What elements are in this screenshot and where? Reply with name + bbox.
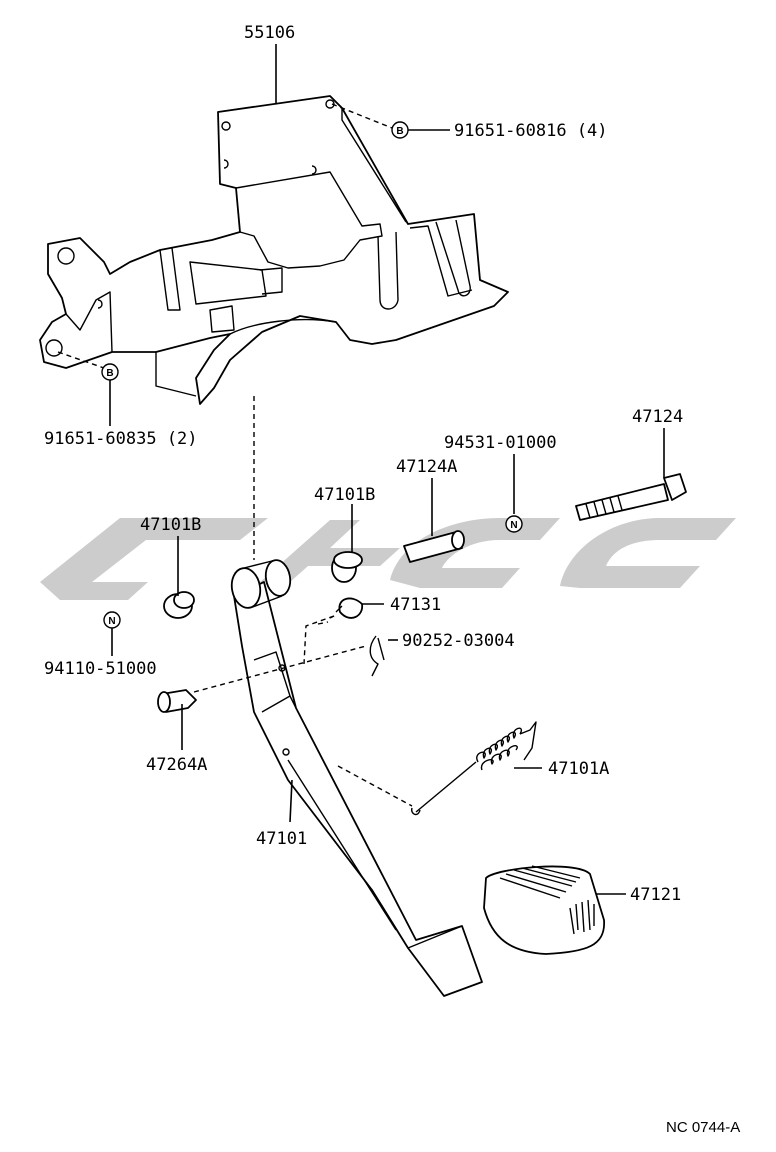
- label-47124A: 47124A: [396, 457, 457, 477]
- svg-text:N: N: [108, 616, 115, 627]
- label-47101A: 47101A: [548, 759, 609, 779]
- clevis-pin: [157, 689, 197, 713]
- svg-text:B: B: [106, 368, 113, 379]
- diagram-code: NC 0744-A: [666, 1119, 740, 1136]
- assembly-lines: [57, 103, 413, 807]
- label-91651-60835: 91651-60835 (2): [44, 429, 198, 449]
- collar: [403, 530, 465, 563]
- clip: [369, 635, 385, 677]
- label-94110-51000: 94110-51000: [44, 659, 157, 679]
- watermark-logo: [40, 518, 736, 600]
- label-47124: 47124: [632, 407, 683, 427]
- label-47121: 47121: [630, 885, 681, 905]
- label-47264A: 47264A: [146, 755, 207, 775]
- label-55106: 55106: [244, 23, 295, 43]
- label-47101: 47101: [256, 829, 307, 849]
- pivot-bolt: [575, 473, 687, 521]
- nut-marker-right: N: [505, 515, 523, 533]
- return-spring: [410, 721, 537, 816]
- stopper: [329, 597, 363, 619]
- label-90252-03004: 90252-03004: [402, 631, 515, 651]
- svg-text:N: N: [510, 520, 517, 531]
- leader-lines: [109, 44, 665, 895]
- bushing-upper: [331, 551, 363, 583]
- bolt-marker-left: B: [101, 363, 119, 381]
- svg-text:B: B: [396, 126, 403, 137]
- label-91651-60816: 91651-60816 (4): [454, 121, 608, 141]
- label-47101B-left: 47101B: [140, 515, 201, 535]
- pedal-bracket: [39, 95, 509, 405]
- pedal-pad: [483, 865, 605, 955]
- nut-marker-left: N: [103, 611, 121, 629]
- part-labels: 55106 91651-60816 (4) 91651-60835 (2) 94…: [44, 23, 740, 1136]
- label-47101B-upper: 47101B: [314, 485, 375, 505]
- pedal-arm: [230, 559, 483, 997]
- label-94531-01000: 94531-01000: [444, 433, 557, 453]
- label-47131: 47131: [390, 595, 441, 615]
- bushing-left: [163, 591, 195, 619]
- bolt-marker-top: B: [391, 121, 409, 139]
